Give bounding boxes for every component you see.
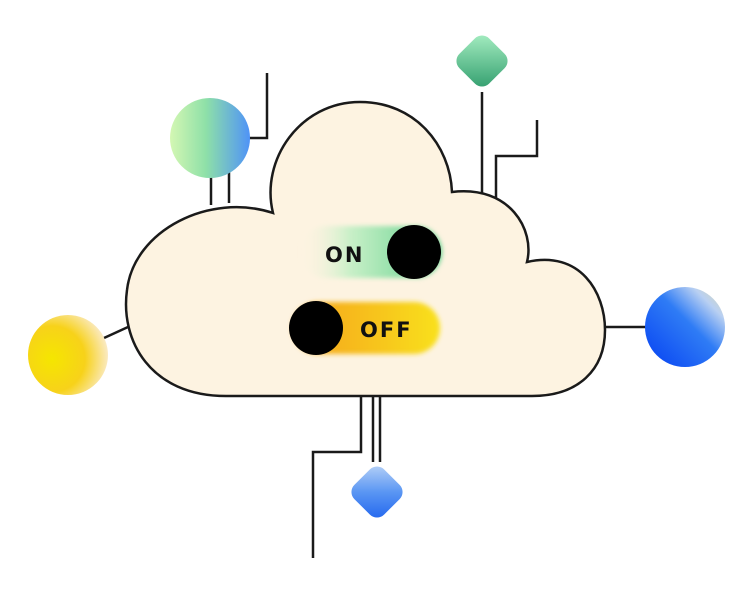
off-toggle-knob xyxy=(289,301,343,355)
blue-diamond-node xyxy=(351,466,403,518)
on-toggle[interactable]: ON xyxy=(300,225,442,279)
wire-top-right-outer xyxy=(494,120,539,205)
on-toggle-knob xyxy=(387,225,441,279)
wire-left-yellow xyxy=(103,325,129,340)
wire-bottom-left xyxy=(311,397,363,558)
on-toggle-label: ON xyxy=(325,243,364,267)
blue-circle-node xyxy=(645,287,725,367)
off-toggle-label: OFF xyxy=(360,318,413,342)
green-blue-circle-node xyxy=(170,98,250,178)
green-diamond-node xyxy=(456,35,508,87)
yellow-circle-node xyxy=(28,315,108,395)
off-toggle[interactable]: OFF xyxy=(289,301,440,355)
